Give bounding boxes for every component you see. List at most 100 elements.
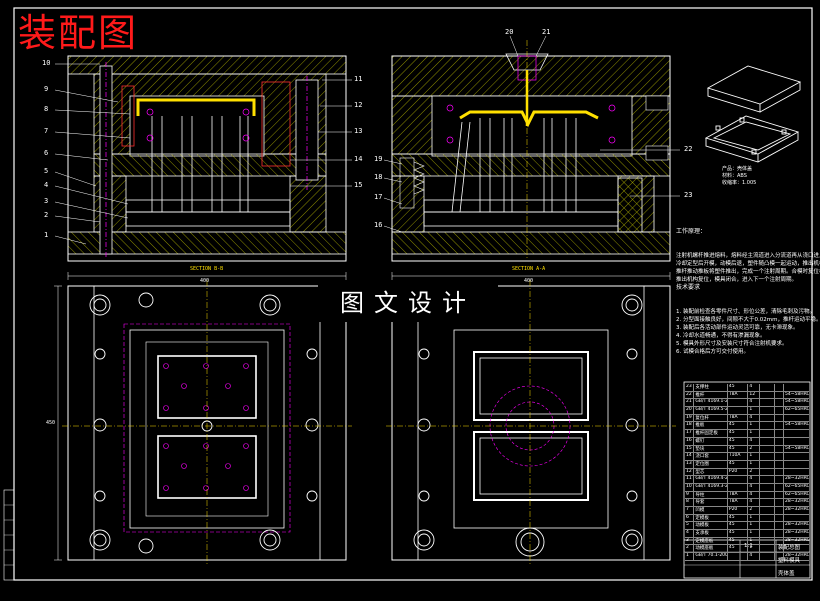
bom-cell (760, 522, 775, 530)
bom-cell (728, 476, 749, 483)
bom-cell (760, 530, 775, 537)
bom-cell: 54~58HRC (784, 391, 810, 397)
notes-heading: 技术要求 (676, 284, 701, 291)
bom-cell (775, 553, 784, 560)
bom-cell: 28~32HRC (784, 553, 810, 559)
bom-cell: 7 (685, 507, 695, 514)
callout-label: 15 (354, 181, 363, 189)
bom-cell (775, 460, 784, 468)
bom-cell: 62~65HRC (784, 483, 810, 489)
bom-cell: 28~32HRC (784, 507, 810, 512)
bom-cell: 2 (748, 445, 760, 453)
bom-cell: 推杆 (694, 391, 728, 399)
bom-cell: 18 (685, 422, 695, 430)
bom-cell: 1 (748, 514, 760, 522)
bom-cell: 1 (748, 522, 760, 530)
bom-cell (775, 407, 784, 414)
bom-cell (760, 499, 775, 506)
bom-cell (760, 553, 775, 560)
bom-cell (760, 422, 775, 430)
callout-label: 11 (354, 75, 363, 83)
bom-cell (775, 537, 784, 545)
bom-cell (728, 553, 749, 560)
product-isometric (704, 65, 802, 163)
bom-cell: 28~32HRC (784, 522, 810, 528)
bom-cell (760, 507, 775, 514)
callout-label: 23 (684, 191, 693, 199)
bom-cell: GB/T 4169.3-2006 (695, 483, 728, 491)
bom-cell (784, 469, 809, 476)
bom-cell: 导套 (694, 499, 728, 506)
bom-cell: 动模座板 (694, 545, 728, 553)
bom-cell: 推杆固定板 (694, 430, 728, 437)
bom-cell (784, 461, 809, 468)
dimension-width: 400 (200, 278, 210, 284)
bom-cell (760, 430, 775, 437)
bom-cell (784, 438, 809, 445)
plan-view-right (386, 272, 676, 566)
callout-label: 21 (542, 28, 551, 36)
bom-cell: 28~32HRC (784, 537, 810, 543)
dimension-width: 400 (524, 278, 534, 284)
title-block-name: 装配总图 (778, 545, 801, 551)
bom-cell: 16 (685, 437, 695, 445)
bom-cell: 54~58HRC (784, 422, 810, 428)
bom-cell (760, 537, 775, 545)
bom-cell (760, 545, 775, 553)
bom-cell: 17 (685, 430, 695, 437)
callout-label: 6 (44, 149, 49, 157)
bom-cell: 垫块 (694, 445, 728, 453)
drawing-title: 装配图 (18, 11, 139, 55)
bom-cell: 45 (728, 460, 749, 468)
bom-cell: 凹模 (694, 507, 728, 514)
bom-cell: 1 (748, 530, 760, 537)
bom-cell: 型芯 (694, 468, 728, 476)
working-principle-notes: 工作原理： 注射机螺杆推进熔料，熔料经主流道进入分流道再从浇口进入型腔， 冷却定… (676, 212, 820, 300)
bom-cell: 14 (685, 453, 695, 460)
bom-cell: GB/T 4169.1-2006 (695, 399, 728, 407)
bom-cell: 11 (685, 476, 695, 483)
bom-cell: 定位圈 (694, 460, 728, 468)
bom-cell (775, 414, 784, 422)
bom-cell (784, 415, 809, 422)
callout-label: 19 (374, 155, 383, 163)
callout-label: 10 (42, 59, 51, 67)
bom-cell: 4 (748, 483, 760, 491)
bom-cell: 28~32HRC (784, 476, 810, 482)
bom-cell (775, 491, 784, 499)
part-info: 产品：壳体盖 材料：ABS 收缩率：1.005 (722, 166, 756, 187)
section-label-b: SECTION B-B (190, 266, 224, 272)
callout-label: 17 (374, 193, 383, 201)
callout-label: 1 (44, 231, 49, 239)
callout-label: 22 (684, 145, 693, 153)
bom-cell: 4 (748, 384, 760, 391)
bom-cell (784, 453, 809, 460)
callout-label: 14 (354, 155, 363, 163)
callout-label: 2 (44, 211, 49, 219)
bom-cell: 螺钉 (694, 437, 728, 445)
bom-cell: 导柱 (694, 491, 728, 499)
bom-cell (760, 414, 775, 422)
bom-cell: 支撑柱 (694, 384, 728, 391)
bom-cell: 15 (685, 445, 695, 453)
bom-cell: 9 (685, 491, 695, 499)
bom-cell: 1 (748, 537, 760, 545)
bom-cell (760, 391, 775, 399)
bom-cell: T8A (728, 499, 749, 506)
section-label-a: SECTION A-A (512, 266, 546, 272)
bom-cell (775, 530, 784, 537)
bom-cell: 2 (748, 468, 760, 476)
bom-cell (760, 399, 775, 407)
bom-cell: 1 (748, 545, 760, 553)
bom-cell: 28~32HRC (784, 530, 810, 536)
bom-cell: 动模板 (694, 522, 728, 530)
bom-cell: 45 (728, 514, 749, 522)
callout-label: 20 (505, 28, 514, 36)
